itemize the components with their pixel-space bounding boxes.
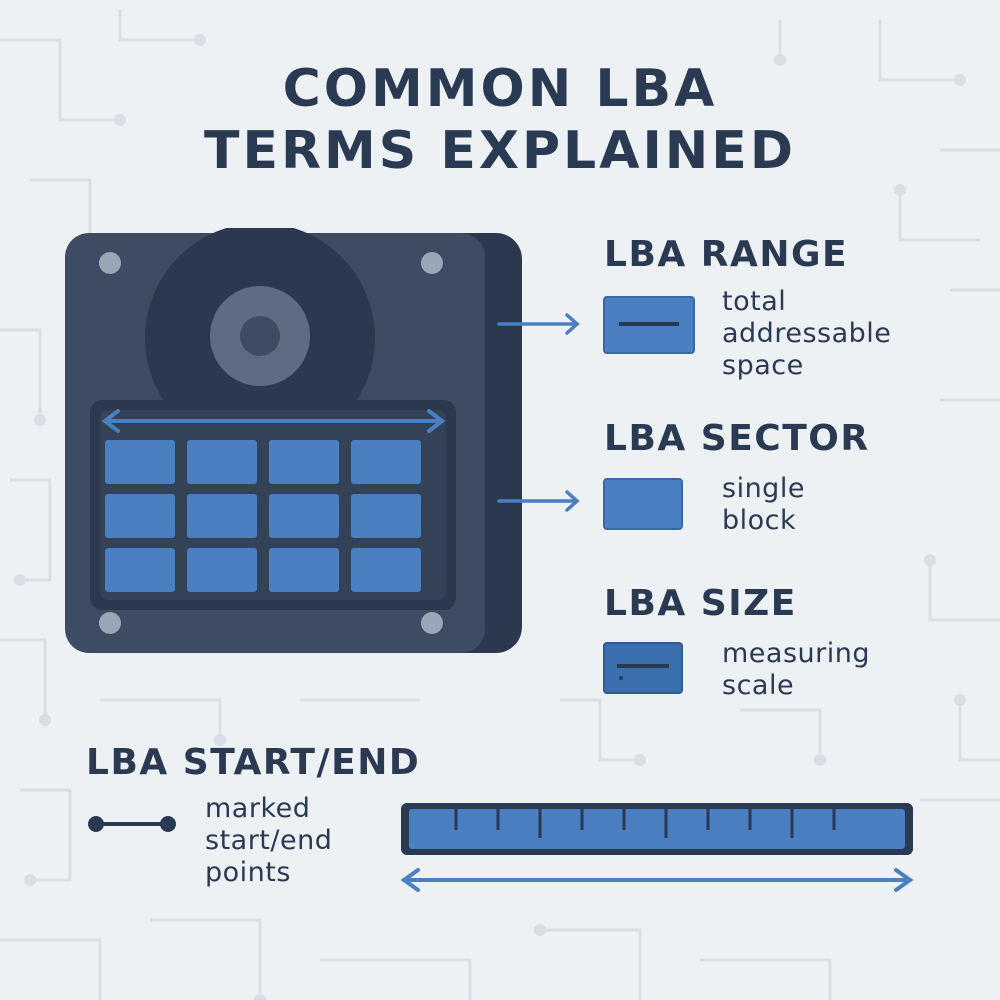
- ruler-icon: [400, 803, 914, 892]
- arrow-right-icon: [497, 490, 580, 512]
- lba-range-heading: LBA RANGE: [604, 234, 849, 275]
- hard-drive-icon: [65, 228, 522, 653]
- size-desc-line-2: scale: [722, 670, 795, 701]
- lba-range-description: total addressable space: [722, 286, 891, 382]
- startend-desc-line-3: points: [205, 857, 291, 888]
- dumbbell-icon: [88, 816, 176, 832]
- range-desc-line-2: addressable: [722, 318, 892, 349]
- page-title: COMMON LBA TERMS EXPLAINED: [0, 58, 1000, 182]
- arrow-right-icon: [497, 313, 580, 335]
- lba-size-heading: LBA SIZE: [604, 583, 797, 624]
- range-desc-line-1: total: [722, 286, 787, 317]
- lba-sector-heading: LBA SECTOR: [604, 418, 870, 459]
- lba-startend-heading: LBA START/END: [86, 742, 421, 783]
- sector-swatch-icon: [603, 478, 683, 530]
- sector-desc-line-1: single: [722, 473, 805, 504]
- range-desc-line-3: space: [722, 350, 804, 381]
- range-swatch-icon: [603, 296, 695, 354]
- lba-startend-description: marked start/end points: [205, 793, 332, 889]
- lba-sector-description: single block: [722, 473, 805, 537]
- title-line-1: COMMON LBA: [282, 59, 718, 119]
- startend-desc-line-2: start/end: [205, 825, 333, 856]
- size-desc-line-1: measuring: [722, 638, 870, 669]
- startend-desc-line-1: marked: [205, 793, 311, 824]
- sector-desc-line-2: block: [722, 505, 797, 536]
- title-line-2: TERMS EXPLAINED: [204, 121, 796, 181]
- size-swatch-icon: [603, 642, 683, 694]
- lba-size-description: measuring scale: [722, 638, 870, 702]
